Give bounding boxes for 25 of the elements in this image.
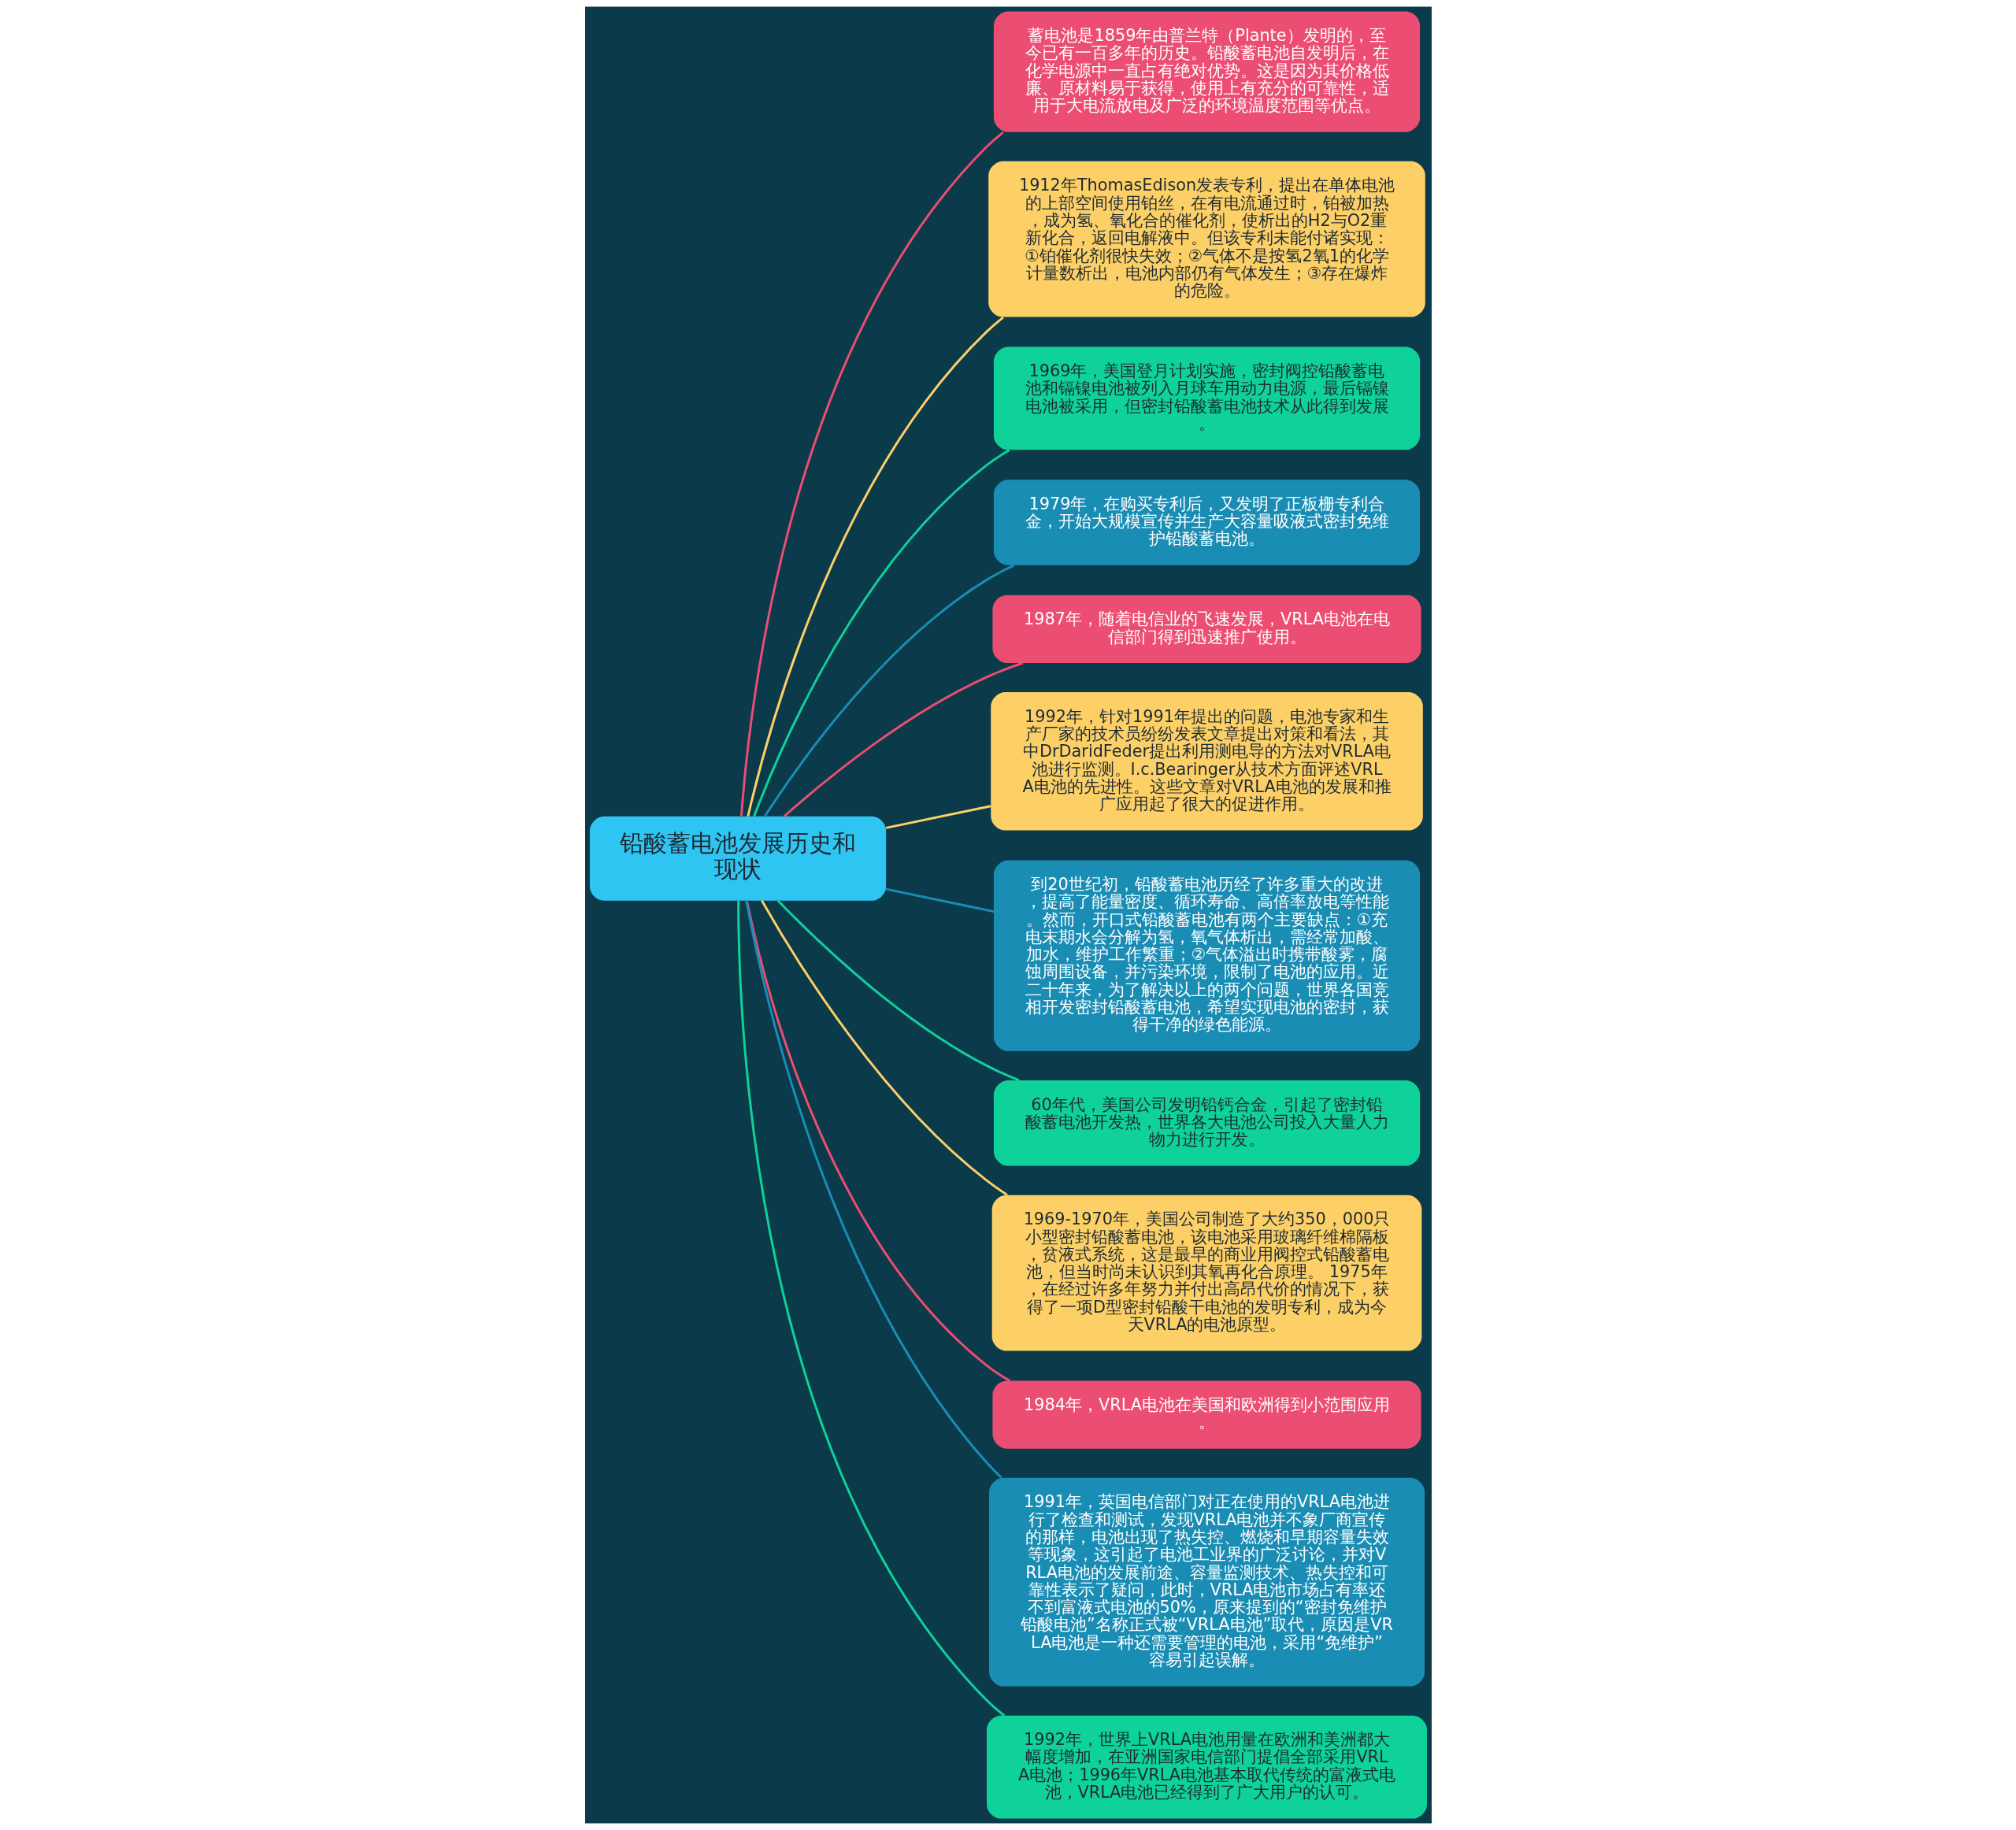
node-box: 1984年，VRLA电池在美国和欧洲得到小范围应用。: [991, 1380, 1421, 1449]
connector: [885, 805, 991, 829]
node-box: 1992年，世界上VRLA电池用量在欧洲和美洲都大幅度增加，在亚洲国家电信部门提倡全部采用VRLA电池；1996年VRLA电池基本取代传统的富液式电池，VRLA电池已经得到了广大用户的认可。: [986, 1715, 1427, 1819]
connector: [745, 900, 1010, 1382]
connector: [760, 900, 1008, 1196]
connector: [736, 900, 1005, 1717]
node-box: 1987年，随着电信业的飞速发展，VRLA电池在电信部门得到迅速推广使用。: [991, 595, 1421, 663]
node-box: 1912年ThomasEdison发表专利，提出在单体电池的上部空间使用铂丝，在有电流通过时，铂被加热，成为氢、氧化合的催化剂，使析出的H2与O2重新化合，返回电解液中。但该专利未能付诸实现：①铂催化剂很快失效；②气体不是按氢2氧1的化学计量数析出，电池内部仍有气体发生；③存在爆炸的危险。: [988, 161, 1425, 317]
connector: [885, 887, 994, 913]
node-box: 60年代，美国公司发明铅钙合金，引起了密封铅酸蓄电池开发热，世界各大电池公司投入大量人力物力进行开发。: [993, 1080, 1420, 1166]
connector: [744, 900, 1002, 1479]
node-box: 1979年，在购买专利后，又发明了正板栅专利合金，开始大规模宣传并生产大容量吸液式密封免维护铅酸蓄电池。: [993, 480, 1420, 565]
node-box: 铅酸蓄电池发展历史和现状: [589, 816, 886, 901]
node-box: 1969年，美国登月计划实施，密封阀控铅酸蓄电池和镉镍电池被列入月球车用动力电源，最后镉镍电池被采用，但密封铅酸蓄电池技术从此得到发展。: [993, 346, 1420, 450]
node-box: 1969-1970年，美国公司制造了大约350，000只小型密封铅酸蓄电池，该电池采用玻璃纤维棉隔板，贫液式系统，这是最早的商业用阀控式铅酸蓄电池，但当时尚未认识到其氧再化合原理。 1975年，在经过许多年努力并付出高昂代价的情况下，获得了一项D型密封铅酸干电池的发明专利，成为今天VRLA的电池原型。: [991, 1195, 1421, 1351]
node-box: 蓄电池是1859年由普兰特（Plante）发明的，至今已有一百多年的历史。铅酸蓄电池自发明后，在化学电源中一直占有绝对优势。这是因为其价格低廉、原材料易于获得，使用上有充分的可靠性，适用于大电流放电及广泛的环境温度范围等优点。: [993, 11, 1420, 132]
connector: [746, 316, 1004, 817]
node-box: 1992年，针对1991年提出的问题，电池专家和生产厂家的技术员纷纷发表文章提出对策和看法，其中DrDaridFeder提出利用测电导的方法对VRLA电池进行监测。I.c.Bearinger从技术方面评述VRLA电池的先进性。这些文章对VRLA电池的发展和推广应用起了很大的促进作用。: [990, 692, 1423, 831]
connector: [763, 564, 1014, 817]
connector: [752, 449, 1010, 817]
connector: [739, 131, 1004, 817]
node-box: 1991年，英国电信部门对正在使用的VRLA电池进行了检查和测试，发现VRLA电池并不象厂商宣传的那样，电池出现了热失控、燃烧和早期容量失效等现象，这引起了电池工业界的广泛讨论，并对VRLA电池的发展前途、容量监测技术、热失控和可靠性表示了疑问，此时，VRLA电池市场占有率还不到富液式电池的50%，原来提到的“密封免维护铅酸电池”名称正式被“VRLA电池”取代，原因是VRLA电池是一种还需要管理的电池，采用“免维护”容易引起误解。: [988, 1477, 1425, 1687]
connector: [783, 661, 1023, 817]
connector: [776, 899, 1019, 1082]
node-box: 到20世纪初，铅酸蓄电池历经了许多重大的改进，提高了能量密度、循环寿命、高倍率放电等性能。然而，开口式铅酸蓄电池有两个主要缺点：①充电末期水会分解为氢，氧气体析出，需经常加酸、加水，维护工作繁重；②气体溢出时携带酸雾，腐蚀周围设备，并污染环境，限制了电池的应用。近二十年来，为了解决以上的两个问题，世界各国竞相开发密封铅酸蓄电池，希望实现电池的密封，获得干净的绿色能源。: [993, 860, 1420, 1051]
